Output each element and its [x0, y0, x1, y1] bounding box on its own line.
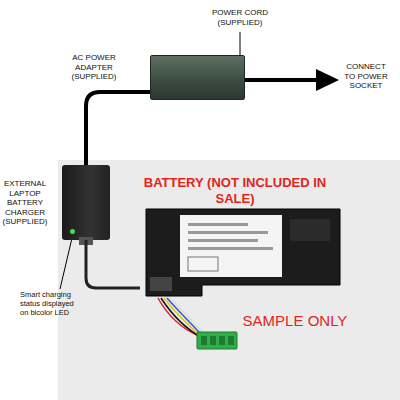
sticker-line: [188, 239, 258, 242]
node-label: AC POWER ADAPTER (SUPPLIED): [65, 53, 123, 82]
battery-drawing: [140, 205, 345, 300]
battery-connector: [150, 277, 172, 291]
battery-body: [146, 209, 340, 296]
sticker-line: [188, 223, 248, 226]
terminal-slot: [201, 336, 207, 345]
battery-sticker: [180, 215, 282, 277]
photo-background: [58, 160, 400, 400]
cable-connector: [86, 92, 150, 165]
output-plug: [79, 237, 93, 245]
watermark-text: SAMPLE ONLY: [225, 312, 365, 330]
node-label: BATTERY (NOT INCLUDED IN SALE): [140, 175, 330, 206]
battery-cell-mark: [290, 219, 330, 241]
sticker-symbols: [188, 257, 218, 271]
terminal-block: [197, 332, 237, 349]
terminal-slot: [219, 336, 225, 345]
wire: [170, 298, 211, 344]
node-label: EXTERNAL LAPTOP BATTERY CHARGER (SUPPLIE…: [0, 179, 50, 227]
power-cord: [245, 78, 318, 82]
callout-label: CONNECT TO POWER SOCKET: [342, 62, 390, 91]
battery-charger: EXTERNAL LAPTOP BATTERY CHARGER (SUPPLIE…: [62, 165, 110, 240]
callout-label: POWER CORD (SUPPLIED): [208, 8, 272, 27]
power-adapter: AC POWER ADAPTER (SUPPLIED): [150, 55, 245, 100]
callout-note: Smart charging status displayed on bicol…: [20, 290, 82, 317]
cable-connector: [86, 240, 140, 288]
status-led: [70, 229, 75, 234]
sticker-line: [188, 247, 273, 250]
sticker-line: [188, 231, 268, 234]
terminal-slot: [228, 336, 234, 345]
leader-line: [60, 238, 72, 289]
terminal-slot: [210, 336, 216, 345]
laptop-battery: BATTERY (NOT INCLUDED IN SALE): [140, 205, 345, 300]
socket-arrow: [316, 69, 339, 91]
